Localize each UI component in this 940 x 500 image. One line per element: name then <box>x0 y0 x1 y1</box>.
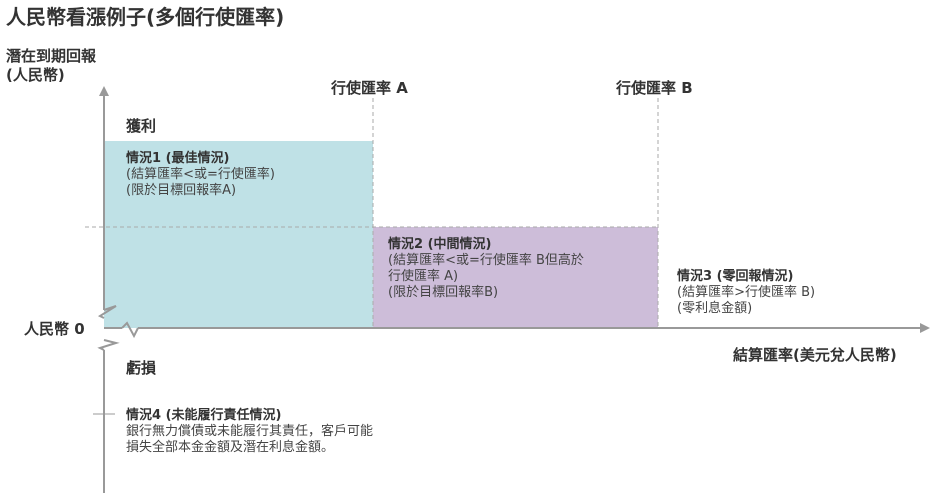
scenario1-text: 情況1 (最佳情況) (結算匯率<或=行使匯率) (限於目標回報率A) <box>126 151 275 199</box>
y-axis-label-line1: 潛在到期回報 <box>6 47 97 65</box>
scenario2-title: 情況2 (中間情況) <box>388 237 492 252</box>
y-axis <box>97 92 120 493</box>
y-axis-label-line2: (人民幣) <box>6 66 65 84</box>
zero-label: 人民幣 0 <box>24 320 85 338</box>
scenario3-text: 情況3 (零回報情況) (結算匯率>行使匯率 B) (零利息金額) <box>677 269 815 317</box>
scenario4-line: 銀行無力償債或未能履行其責任，客戶可能 <box>126 424 374 439</box>
scenario4-line: 損失全部本金金額及潛在利息金額。 <box>126 440 335 455</box>
strike-b-label: 行使匯率 B <box>616 79 693 97</box>
scenario2-region <box>373 227 658 328</box>
scenario4-text: 情況4 (未能履行責任情況) 銀行無力償債或未能履行其責任，客戶可能 損失全部本… <box>126 408 373 456</box>
scenario2-line: (結算匯率<或=行使匯率 B但高於 <box>388 253 584 268</box>
scenario3-title: 情況3 (零回報情況) <box>677 269 794 284</box>
scenario2-line: (限於目標回報率B) <box>388 285 499 300</box>
gain-label: 獲利 <box>126 117 157 135</box>
scenario3-line: (結算匯率>行使匯率 B) <box>677 285 816 300</box>
x-axis-label: 結算匯率(美元兌人民幣) <box>733 346 897 364</box>
scenario1-title: 情況1 (最佳情況) <box>126 151 230 166</box>
scenario2-text: 情況2 (中間情況) (結算匯率<或=行使匯率 B但高於 行使匯率 A) (限於… <box>388 237 584 301</box>
scenario1-region <box>104 141 373 328</box>
scenario2-line: 行使匯率 A) <box>388 269 459 284</box>
scenario1-line: (限於目標回報率A) <box>126 183 237 198</box>
scenario1-line: (結算匯率<或=行使匯率) <box>126 167 275 182</box>
diagram-title: 人民幣看漲例子(多個行使匯率) <box>6 5 285 29</box>
y-axis-arrow-icon <box>99 86 109 96</box>
scenario3-line: (零利息金額) <box>677 301 753 316</box>
x-axis-arrow-icon <box>920 323 930 333</box>
scenario4-title: 情況4 (未能履行責任情況) <box>126 408 282 423</box>
loss-label: 虧損 <box>126 359 157 377</box>
x-axis <box>104 321 922 339</box>
strike-a-label: 行使匯率 A <box>331 79 408 97</box>
